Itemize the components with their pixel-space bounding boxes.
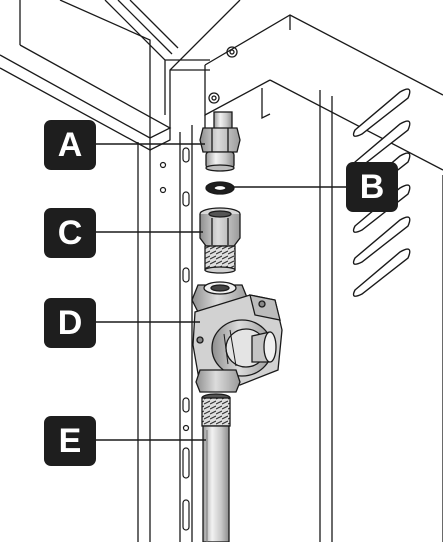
threaded-pipe-e <box>201 393 231 543</box>
appliance-top-housing <box>0 0 241 152</box>
mounting-bracket <box>204 14 443 171</box>
pressure-regulator-d <box>191 281 283 393</box>
flare-nut-c <box>199 207 241 274</box>
slotted-upright <box>159 147 190 531</box>
side-panel <box>137 90 443 542</box>
callout-badge-d: D <box>44 298 96 348</box>
manifold-fitting-a <box>199 111 241 172</box>
leader-lines <box>96 143 348 441</box>
callout-badge-e: E <box>44 416 96 466</box>
callout-badge-b: B <box>346 162 398 212</box>
callout-badge-c: C <box>44 208 96 258</box>
callout-badge-a: A <box>44 120 96 170</box>
sealing-washer-b <box>205 181 235 195</box>
